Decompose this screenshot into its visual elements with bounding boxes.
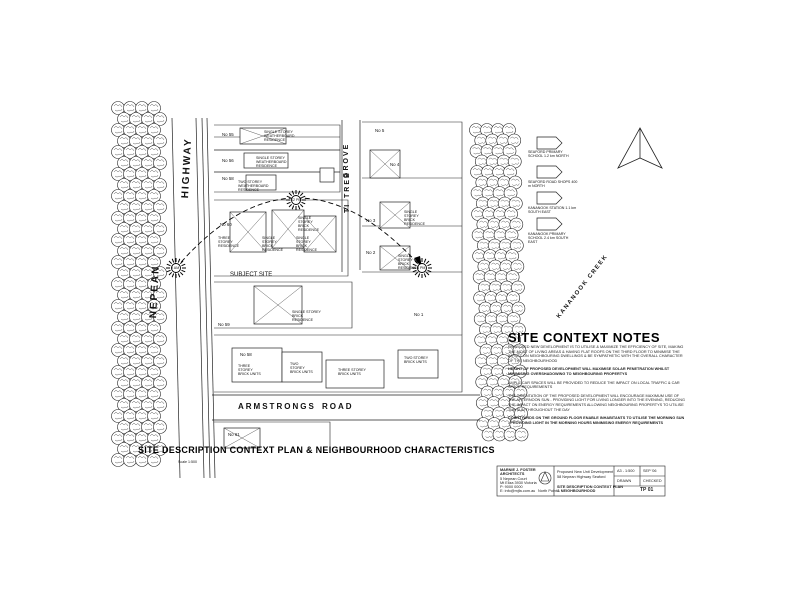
sun-label: 12 PM	[291, 198, 302, 202]
tree-icon	[135, 453, 149, 467]
project-name: Proposed New Unit Development	[557, 470, 614, 474]
drawing-title: SITE DESCRIPTION CONTEXT PLAN	[557, 485, 624, 489]
note-paragraph: HEIGHT OF PROPOSED DEVELOPMENT WILL MAXI…	[508, 367, 670, 376]
drawing-scale: A3 - 1:500	[617, 469, 635, 473]
residence-label: SINGLE STOREY BRICK RESIDENCE	[298, 216, 319, 232]
north-point-icon	[617, 127, 663, 169]
lot-number: No 4	[390, 162, 400, 167]
plan-title: SITE DESCRIPTION CONTEXT PLAN & NEIGHBOU…	[138, 445, 495, 455]
firm-name-2: ARCHITECTS	[500, 472, 525, 476]
road-label-ti: TI	[344, 202, 351, 213]
residence-label: THREE STOREY BRICK UNITS	[238, 364, 261, 376]
residence-label: TWO STOREY WEATHERBOARD RESIDENCE	[238, 180, 269, 192]
notes-title: SITE CONTEXT NOTES	[508, 330, 661, 345]
residence-label: SINGLE STOREY BRICK RESIDENCE	[292, 310, 321, 322]
lot-number: No 61	[228, 432, 240, 437]
armstrongs-road	[212, 394, 480, 421]
residence-label: THREE STOREY RESIDENCE	[218, 236, 239, 248]
subject-site-label: SUBJECT SITE	[230, 272, 273, 278]
checked-by: CHECKED	[643, 479, 662, 483]
buildings	[223, 127, 439, 449]
residence-label: SINGLE STOREY WEATHERBOARD RESIDENCE	[264, 130, 295, 142]
residence-label: SINGLE STOREY BRICK RESIDENCE	[404, 210, 425, 226]
sheet-number: TP 01	[640, 487, 654, 493]
tree-icon	[147, 453, 161, 467]
tree-icon	[111, 453, 125, 467]
note-paragraph: COURTYARDS ON THE GROUND FLOOR ENABLE IN…	[508, 416, 685, 425]
firm-address: 5 Nepean Court	[500, 477, 527, 481]
sun-label: 3 PM	[417, 266, 426, 270]
distance-label: SEAFORD PRIMARY SCHOOL 1.2 km NORTH	[528, 150, 569, 158]
roof-lines	[223, 127, 411, 449]
lot-number: No 60	[220, 222, 232, 227]
residence-label: TWO STOREY BRICK UNITS	[290, 362, 313, 374]
north-point-label: North Point	[538, 489, 557, 493]
tree-icon	[123, 453, 137, 467]
residence-label: SINGLE STOREY BRICK RESIDENCE	[262, 236, 283, 252]
site-context-notes: SITE CONTEXT NOTES PROPOSED NEW DEVELOPM…	[508, 330, 686, 429]
tree-icon	[514, 427, 529, 442]
drawing-date: SEP '06	[643, 469, 657, 473]
lot-number: No 55	[222, 132, 234, 137]
distance-label: SEAFORD ROAD SHOPS 400 m NORTH	[528, 180, 578, 188]
residence-label: SINGLE STOREY BRICK RESIDENCE	[398, 254, 419, 270]
nepean-highway	[171, 117, 216, 479]
lot-number: No 56	[222, 158, 234, 163]
residence-label: THREE STOREY BRICK UNITS	[338, 368, 366, 376]
note-paragraph: AMPLE CAR SPACES WILL BE PROVIDED TO RED…	[508, 380, 680, 390]
lot-number: No 2	[366, 250, 376, 255]
lot-number: No 58	[222, 176, 234, 181]
firm-phone: P: 9000 0000	[500, 485, 523, 489]
residence-label: SINGLE STOREY BRICK RESIDENCE	[296, 236, 317, 252]
lot-number: No 3	[366, 218, 376, 223]
ti-tree-grove-road	[341, 120, 361, 272]
lot-number: No 1	[414, 312, 424, 317]
residence-label: TWO STOREY BRICK UNITS	[404, 356, 429, 364]
firm-name: MARNIE J. FOSTER	[500, 468, 536, 472]
sun-path	[165, 189, 433, 279]
lot-number: No 59	[218, 322, 230, 327]
lot-boundaries	[214, 121, 463, 450]
lot-number: No 5	[375, 128, 385, 133]
title-block	[496, 465, 666, 497]
firm-email: E: info@mjfa.com.au	[500, 489, 536, 493]
distance-label: KANANOOK PRIMARY SCHOOL 2.4 km SOUTH EAS…	[528, 232, 569, 244]
road-label-armstrongs: ARMSTRONGS	[238, 402, 316, 411]
firm-address: Mt Eliza 3930 Victoria	[500, 481, 537, 485]
road-label-armstrongs-road: ROAD	[322, 402, 354, 411]
sun-label: 9 AM	[171, 266, 180, 270]
project-address: 58 Nepean Highway Seaford	[557, 475, 606, 479]
scale-note: Scale 1:500	[178, 460, 197, 464]
distance-tags	[536, 136, 563, 231]
lot-number: No 58	[240, 352, 252, 357]
road-label-tree: TREE	[344, 171, 351, 198]
note-paragraph: THE ORIENTATION OF THE PROPOSED DEVELOPM…	[508, 393, 685, 412]
note-paragraph: PROPOSED NEW DEVELOPMENT IS TO UTILISE &…	[508, 345, 684, 363]
drawing-title-2: & NEIGHBOURHOOD	[557, 489, 596, 493]
distance-label: KANANOOK STATION 1.1 km SOUTH EAST	[528, 206, 577, 214]
residence-label: SINGLE STOREY WEATHERBOARD RESIDENCE	[256, 156, 287, 168]
drawn-by: DRAWN	[617, 479, 632, 483]
